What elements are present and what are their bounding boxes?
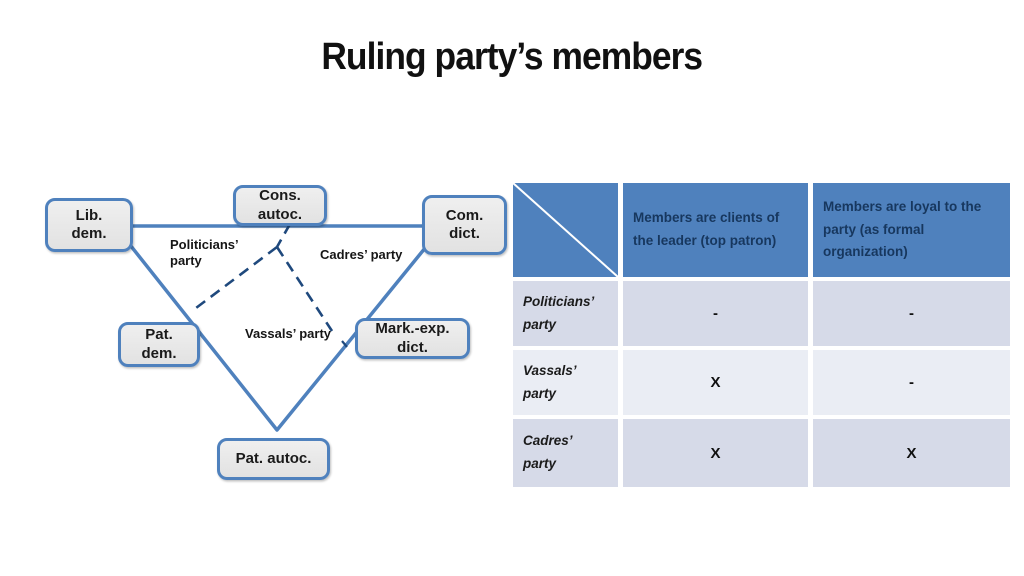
node-mark-exp-dict: Mark.-exp. dict. bbox=[355, 318, 470, 359]
cell-cadres-loyal: X bbox=[813, 419, 1010, 487]
edge-label-politicians-party: Politicians’ party bbox=[170, 237, 239, 269]
col-header-loyal: Members are loyal to the party (as forma… bbox=[813, 183, 1010, 277]
row-header-vassals: Vassals’ party bbox=[513, 350, 618, 415]
edge-label-vassals-party: Vassals’ party bbox=[245, 326, 332, 341]
row-header-politicians: Politicians’ party bbox=[513, 281, 618, 346]
node-cons-autoc: Cons. autoc. bbox=[233, 185, 327, 226]
table-corner-cell bbox=[513, 183, 618, 277]
node-lib-dem: Lib. dem. bbox=[45, 198, 133, 252]
cell-cadres-clients: X bbox=[623, 419, 808, 487]
node-com-dict: Com. dict. bbox=[422, 195, 507, 255]
corner-diagonal-line bbox=[513, 183, 618, 277]
col-header-clients: Members are clients of the leader (top p… bbox=[623, 183, 808, 277]
row-header-cadres: Cadres’ party bbox=[513, 419, 618, 487]
node-pat-dem: Pat. dem. bbox=[118, 322, 200, 367]
page-title: Ruling party’s members bbox=[321, 36, 704, 78]
dashed-line-end-tick bbox=[341, 340, 348, 348]
node-pat-autoc: Pat. autoc. bbox=[217, 438, 330, 480]
edge-label-cadres-party: Cadres’ party bbox=[320, 247, 403, 262]
members-matrix-table: Members are clients of the leader (top p… bbox=[513, 183, 1010, 487]
cell-politicians-loyal: - bbox=[813, 281, 1010, 346]
cell-vassals-loyal: - bbox=[813, 350, 1010, 415]
cell-politicians-clients: - bbox=[623, 281, 808, 346]
cell-vassals-clients: X bbox=[623, 350, 808, 415]
dashed-line-top bbox=[275, 223, 292, 248]
